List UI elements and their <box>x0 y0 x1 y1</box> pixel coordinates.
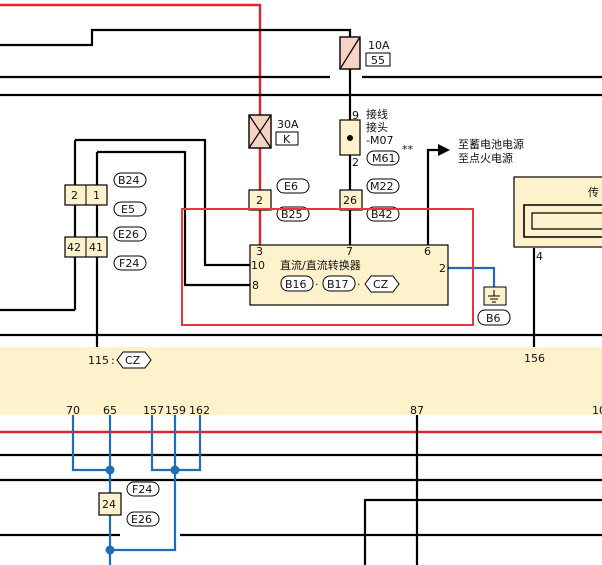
right-box-label: 传 <box>588 186 599 199</box>
converter-sep-1: · <box>315 278 319 291</box>
converter-pin-10: 10 <box>251 259 265 272</box>
bus-pin-87: 87 <box>410 404 424 417</box>
bottom-connector: 24 F24 E26 <box>98 481 160 527</box>
dc-dc-converter: 3 7 6 10 8 2 直流/直流转换器 B16 · B17 · CZ <box>249 244 449 306</box>
module-bus-bar <box>0 347 602 415</box>
left-conn-ref-4: F24 <box>119 257 139 270</box>
conn-m22-pin: 26 <box>343 194 357 207</box>
converter-pin-2: 2 <box>439 262 446 275</box>
left-connector: 2 1 42 41 B24 E5 E26 F24 <box>64 172 147 271</box>
fuse-30a-rating: 30A <box>277 118 299 131</box>
bus-ref: CZ <box>125 354 141 367</box>
arrow-up-icon <box>438 144 450 156</box>
converter-pin-7: 7 <box>346 245 353 258</box>
bus-pin-65: 65 <box>103 404 117 417</box>
conn-e6-pin: 2 <box>256 194 263 207</box>
fuse-30a-number: K <box>283 133 291 146</box>
ground-icon <box>483 286 507 306</box>
left-conn-pin-c: 42 <box>67 241 81 254</box>
blue-junctions <box>105 465 180 555</box>
left-conn-pin-a: 2 <box>71 189 78 202</box>
connector-e6: 2 E6 B25 <box>248 178 310 222</box>
conn-e6-ref-bottom: B25 <box>281 208 303 221</box>
converter-sep-2: · <box>357 278 361 291</box>
joint-ref: M61 <box>372 152 396 165</box>
converter-title: 直流/直流转换器 <box>280 258 361 272</box>
converter-ref-3: CZ <box>373 278 389 291</box>
connector-m22: 26 M22 B42 <box>339 178 400 222</box>
battery-note-line1: 至蓄电池电源 <box>458 137 524 151</box>
bus-pin-159: 159 <box>165 404 186 417</box>
battery-note-line2: 至点火电源 <box>458 151 513 165</box>
bus-label-156: 156 <box>524 352 545 365</box>
left-conn-ref-2: E5 <box>121 203 135 216</box>
converter-pin-3: 3 <box>256 245 263 258</box>
converter-ref-1: B16 <box>285 278 307 291</box>
bottom-conn-ref-bottom: E26 <box>131 513 152 526</box>
conn-m22-ref-bottom: B42 <box>371 208 393 221</box>
fuse-10a-rating: 10A <box>368 39 390 52</box>
converter-ref-2: B17 <box>327 278 349 291</box>
bottom-conn-pin: 24 <box>102 498 116 511</box>
joint-connector: 9 2 接线 接头 -M07 M61 ** <box>339 107 414 169</box>
bus-colon: : <box>111 354 115 367</box>
red-power-wire <box>0 3 602 434</box>
bus-label-115: 115 <box>88 354 109 367</box>
joint-marks: ** <box>402 143 414 156</box>
fuse-10a-number: 55 <box>371 54 385 67</box>
highlight-frame <box>181 208 474 326</box>
converter-pin-8: 8 <box>252 279 259 292</box>
converter-pin-6: 6 <box>424 245 431 258</box>
left-conn-ref-1: B24 <box>118 174 140 187</box>
joint-pin-top: 9 <box>352 109 359 122</box>
left-conn-pin-d: 41 <box>89 241 103 254</box>
bottom-conn-ref-top: F24 <box>132 483 152 496</box>
ground-ref: B6 <box>486 312 501 325</box>
bus-pin-157: 157 <box>143 404 164 417</box>
left-conn-ref-3: E26 <box>118 228 139 241</box>
fuse-30a: 30A K <box>248 114 299 149</box>
conn-m22-ref-top: M22 <box>370 180 394 193</box>
joint-label-2: 接头 <box>366 121 388 134</box>
fuse-10a: 10A 55 <box>339 36 391 70</box>
bus-pin-70: 70 <box>66 404 80 417</box>
left-conn-pin-b: 1 <box>93 189 100 202</box>
black-wires <box>0 28 602 565</box>
right-sensor-box: 传 4 <box>513 176 602 263</box>
conn-e6-ref-top: E6 <box>284 180 298 193</box>
bus-pin-162: 162 <box>189 404 210 417</box>
joint-label-3: -M07 <box>366 134 393 147</box>
right-box-pin: 4 <box>536 250 543 263</box>
bus-pin-10: 10 <box>592 404 602 417</box>
joint-label-1: 接线 <box>366 107 388 121</box>
joint-pin-bottom: 2 <box>352 156 359 169</box>
